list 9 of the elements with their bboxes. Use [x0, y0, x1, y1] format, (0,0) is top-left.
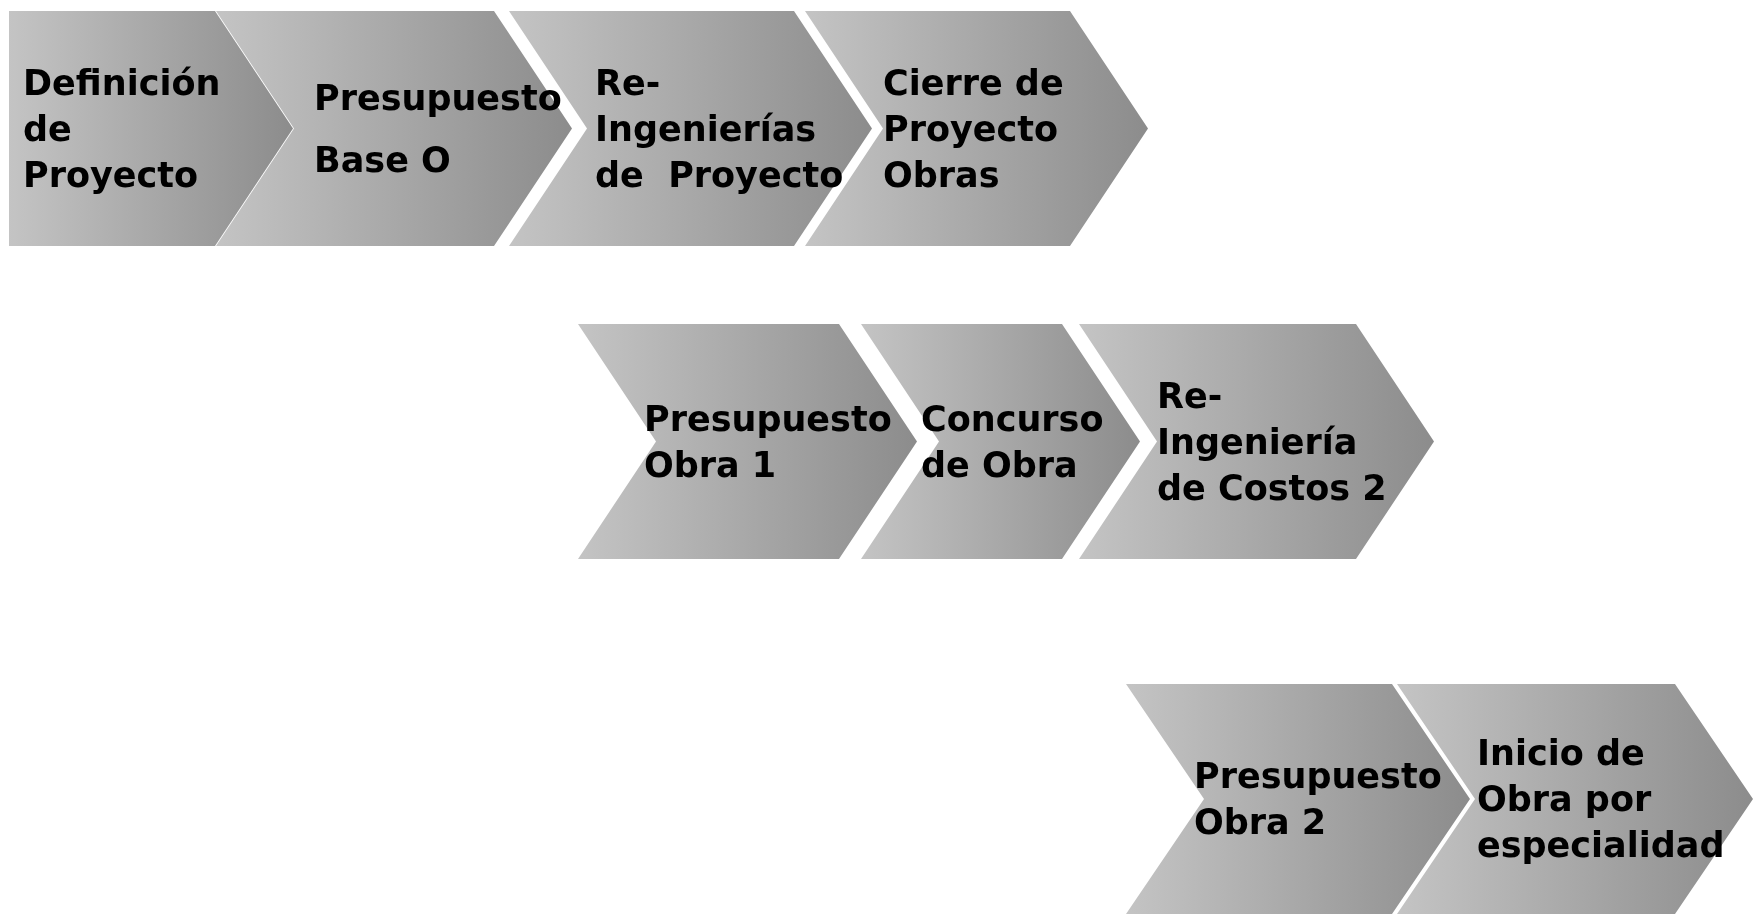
step-label: Re- Ingeniería de Costos 2: [1157, 374, 1388, 510]
step-label: Base O: [314, 138, 452, 182]
step-label: Re- Ingenierías de Proyecto: [595, 61, 845, 197]
step-label: Presupuesto Obra 2: [1194, 755, 1443, 844]
step-label: Cierre de Proyecto Obras: [883, 61, 1065, 197]
step-label: Concurso de Obra: [921, 397, 1105, 487]
step-label: Inicio de Obra por especialidad: [1477, 732, 1726, 867]
step-label: Definición de Proyecto: [23, 61, 222, 197]
step-label: Presupuesto Obra 1: [644, 397, 893, 487]
